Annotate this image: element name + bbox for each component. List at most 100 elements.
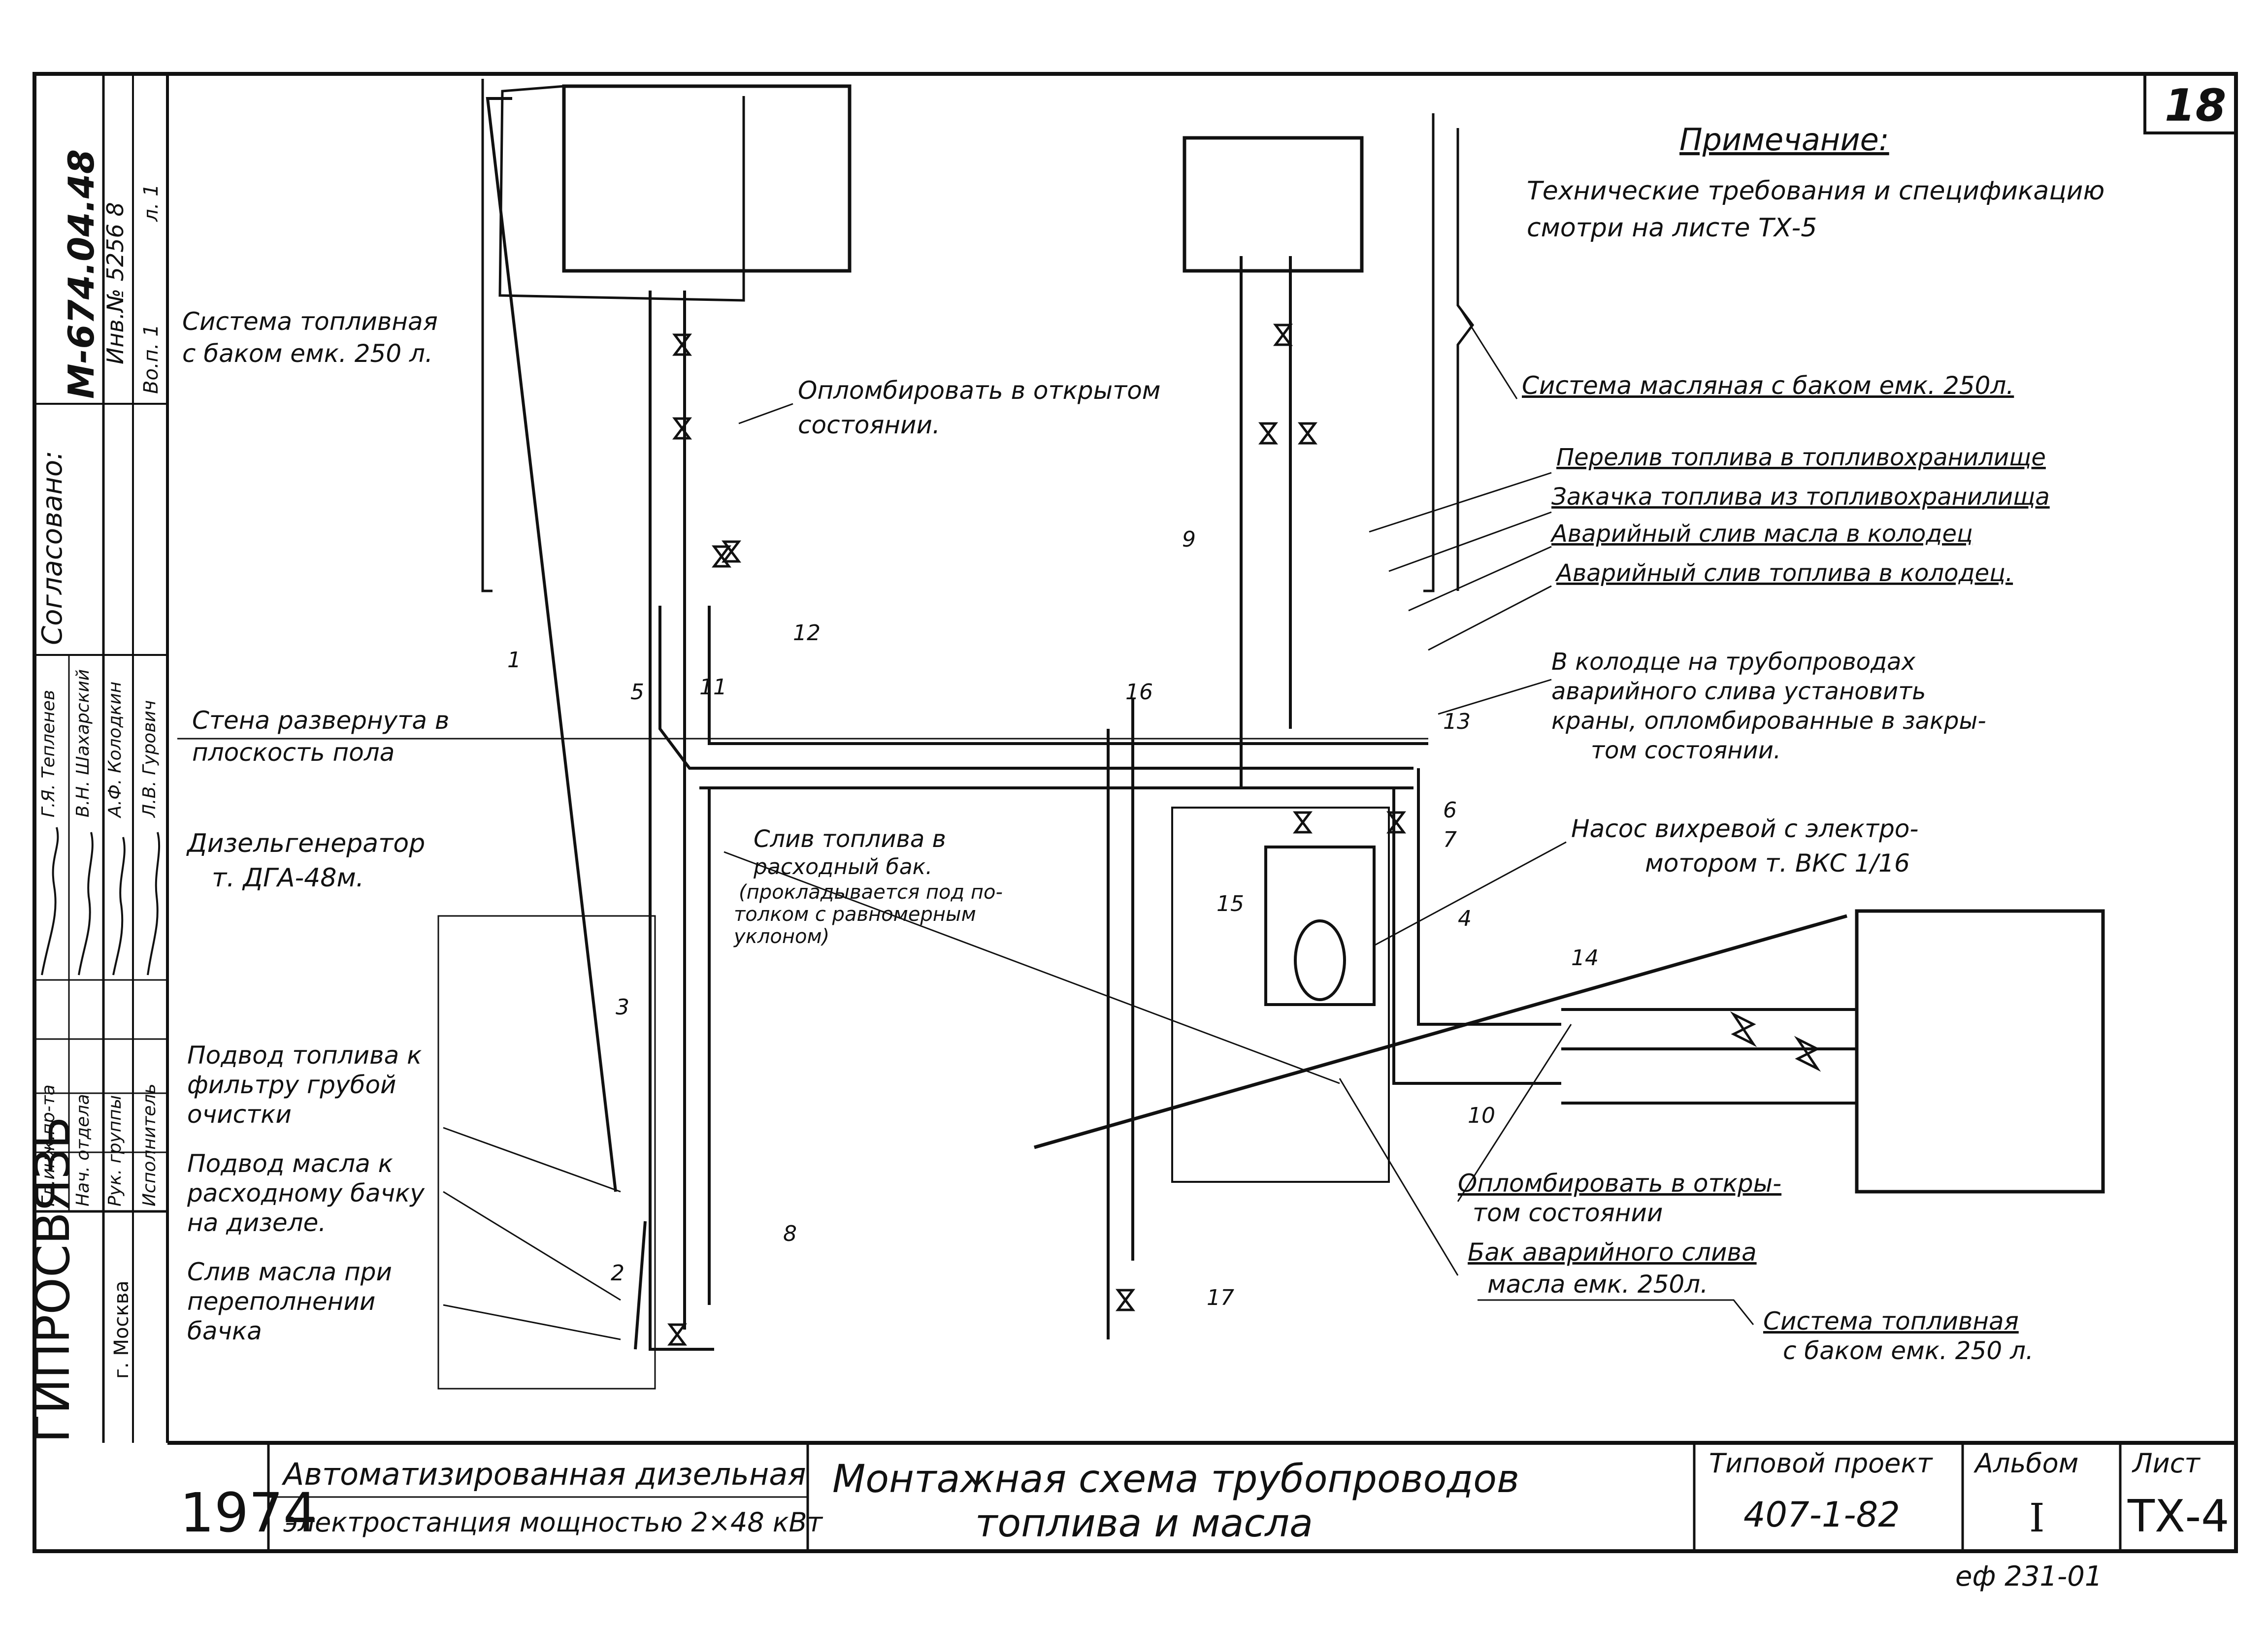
sheet-label: Лист — [2132, 1448, 2201, 1479]
callout-14: 14 — [1571, 945, 1599, 971]
label-wall-2: плоскость пола — [192, 738, 394, 767]
stamp-role-2: Нач. отдела — [73, 1094, 93, 1206]
label-emergency-tank-2: масла емк. 250л. — [1487, 1270, 1708, 1299]
label-oil-feed-1: Подвод масла к — [187, 1149, 393, 1178]
walls — [177, 79, 1475, 740]
sheet-value: ТХ-4 — [2127, 1491, 2229, 1542]
label-diesel-1: Дизельгенератор — [186, 829, 425, 858]
label-pump-1: Насос вихревой с электро- — [1571, 814, 1918, 843]
label-well-note-1: В колодце на трубопроводах — [1551, 648, 1916, 676]
footer-code: еф 231-01 — [1955, 1561, 2102, 1593]
org-city: г. Москва — [110, 1280, 133, 1379]
valves — [667, 324, 1821, 1346]
callout-8: 8 — [783, 1221, 797, 1246]
label-well-note-2: аварийного слива установить — [1551, 678, 1926, 705]
callout-16: 16 — [1125, 680, 1153, 705]
callout-7: 7 — [1443, 827, 1457, 852]
diesel-generator — [437, 915, 656, 1390]
label-well-note-3: краны, опломбированные в закры- — [1551, 707, 1986, 735]
label-diesel-2: т. ДГА-48м. — [212, 863, 364, 893]
signature-3 — [112, 837, 126, 976]
stamp-inv: Инв.№ 5256 8 — [102, 202, 129, 364]
label-seal-open-bottom-1: Опломбировать в откры- — [1458, 1169, 1781, 1198]
callout-5: 5 — [630, 680, 644, 705]
stamp-agreed: Согласовано: — [36, 451, 68, 645]
callout-10: 10 — [1468, 1103, 1495, 1128]
label-oil-feed-3: на дизеле. — [187, 1208, 326, 1237]
label-pump-2: мотором т. ВКС 1/16 — [1645, 849, 1910, 878]
labels: Система топливная с баком емк. 250 л. Оп… — [182, 307, 2050, 1365]
note-line1: Технические требования и спецификацию — [1527, 176, 2104, 206]
callouts: 1 2 3 4 5 6 7 8 9 10 11 12 13 14 15 16 1… — [507, 527, 1599, 1310]
callout-1: 1 — [507, 648, 521, 673]
project-name-line1: Автоматизированная дизельная — [281, 1456, 806, 1492]
label-pumping: Закачка топлива из топливохранилища — [1551, 483, 2050, 511]
note-heading: Примечание: — [1679, 122, 1889, 158]
drawing-title-line1: Монтажная схема трубопроводов — [832, 1457, 1519, 1501]
callout-13: 13 — [1443, 709, 1471, 734]
label-well-note-4: том состоянии. — [1591, 737, 1781, 764]
label-oil-system: Система масляная с баком емк. 250л. — [1522, 371, 2014, 400]
callout-11: 11 — [699, 675, 727, 700]
stamp-role-3: Рук. группы — [105, 1095, 125, 1206]
label-fuel-drain-tank-3: (прокладывается под по- — [739, 881, 1003, 904]
fuel-tank-left-outline — [498, 85, 745, 302]
sheet-frame — [33, 72, 2238, 1553]
label-fuel-drain-tank-4: толком с равномерным — [734, 903, 976, 926]
oil-tank — [1183, 136, 1364, 273]
album-label: Альбом — [1973, 1448, 2078, 1479]
label-fuel-system-left-1: Система топливная — [182, 307, 438, 336]
stamp-vol: Во.п. 1 — [140, 324, 163, 394]
signature-4 — [147, 832, 161, 976]
label-overflow: Перелив топлива в топливохранилище — [1556, 444, 2046, 471]
label-oil-overflow-2: переполнении — [187, 1287, 375, 1316]
label-fuel-filter-1: Подвод топлива к — [187, 1041, 422, 1070]
label-seal-open-bottom-2: том состоянии — [1473, 1199, 1663, 1227]
note: Примечание: Технические требования и спе… — [1527, 122, 2104, 243]
label-fuel-filter-3: очистки — [187, 1100, 292, 1129]
callout-6: 6 — [1443, 798, 1457, 823]
stamp-role-4: Исполнитель — [139, 1083, 160, 1206]
pump-motor — [1294, 919, 1346, 1001]
side-stamp: М-674.04.48 Инв.№ 5256 8 Во.п. 1 л. 1 Со… — [25, 74, 167, 1443]
label-oil-drain: Аварийный слив масла в колодец — [1550, 520, 1973, 548]
label-fuel-drain-tank-1: Слив топлива в — [754, 825, 946, 853]
label-fuel-drain-tank-5: уклоном) — [733, 925, 829, 948]
label-oil-overflow-3: бачка — [187, 1317, 262, 1345]
callout-2: 2 — [611, 1261, 625, 1286]
stamp-name-2: В.Н. Шахарский — [73, 669, 93, 817]
callout-17: 17 — [1207, 1285, 1234, 1310]
label-oil-feed-2: расходному бачку — [187, 1179, 425, 1207]
note-line2: смотри на листе ТХ-5 — [1527, 213, 1817, 243]
signature-1 — [41, 827, 59, 976]
title-year: 1974 — [180, 1481, 318, 1544]
label-fuel-drain: Аварийный слив топлива в колодец. — [1555, 559, 2013, 587]
callout-15: 15 — [1216, 891, 1244, 916]
stamp-name-3: А.Ф. Колодкин — [105, 682, 125, 818]
callout-9: 9 — [1182, 527, 1196, 552]
callout-4: 4 — [1458, 906, 1472, 931]
stamp-page: л. 1 — [140, 184, 163, 222]
stamp-role-1: Гл.инж.пр-та — [38, 1084, 59, 1206]
sheet-number-box — [2143, 72, 2237, 134]
piping — [486, 97, 1857, 1351]
label-fuel-system-right-1: Система топливная — [1763, 1307, 2019, 1335]
label-wall-1: Стена развернута в — [192, 706, 449, 735]
sheet-number: 18 — [2165, 80, 2226, 131]
stamp-doc-code: М-674.04.48 — [61, 149, 102, 399]
label-seal-open-top-1: Опломбировать в открытом — [798, 376, 1161, 405]
stamp-name-1: Г.Я. Тепленев — [38, 690, 59, 817]
drawing-title-line2: топлива и масла — [975, 1501, 1313, 1546]
callout-12: 12 — [793, 620, 821, 646]
label-seal-open-top-2: состоянии. — [798, 411, 940, 439]
project-name-line2: электростанция мощностью 2×48 кВт — [283, 1507, 823, 1538]
label-fuel-drain-tank-2: расходный бак. — [753, 854, 932, 879]
leaders — [443, 305, 1754, 1340]
label-emergency-tank-1: Бак аварийного слива — [1468, 1238, 1757, 1267]
label-oil-overflow-1: Слив масла при — [187, 1258, 392, 1286]
stamp-name-4: Л.В. Гурович — [139, 700, 160, 818]
pump-frame — [1264, 846, 1376, 1006]
fuel-tank-right — [1855, 909, 2105, 1194]
emergency-oil-tank — [1171, 807, 1390, 1183]
